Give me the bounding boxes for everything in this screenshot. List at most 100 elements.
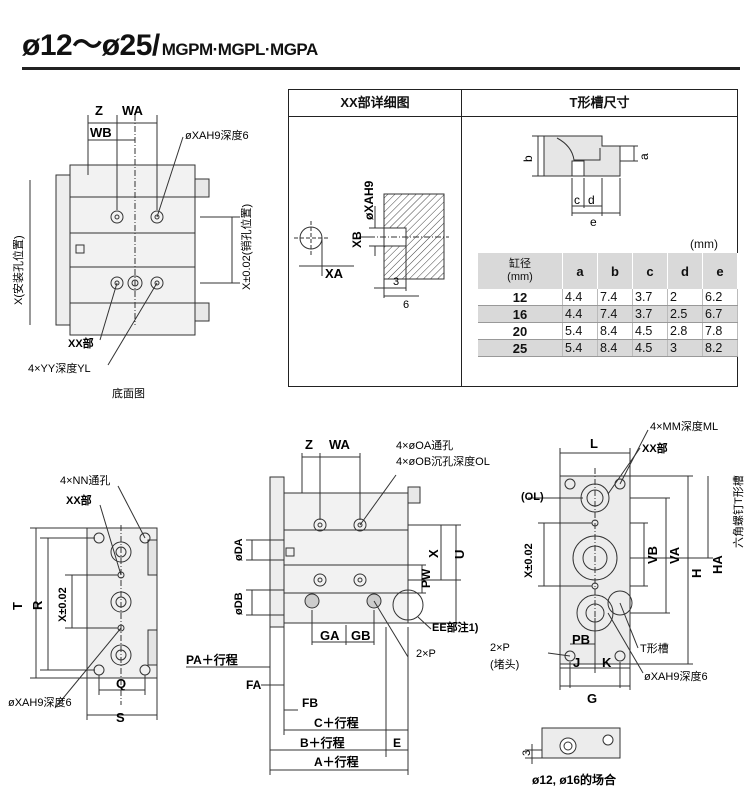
cell: 8.4 [597,339,633,357]
cell: 2.8 [667,322,703,340]
cell-bore: 25 [478,339,563,357]
cell: 6.2 [702,289,738,306]
col-a: a [562,253,598,289]
xx-xb-label: XB [350,231,364,248]
side-p-label: 2×P [416,648,436,660]
table-row: 20 5.4 8.4 4.5 2.8 7.8 [478,322,738,340]
small-case-drawing: 3 ø12, ø16的场合 [521,727,621,787]
t-slot-a-label: a [637,153,651,160]
front-xa-label: øXAH9深度6 [8,695,72,709]
side-ga-label: GA [320,628,340,643]
col-c: c [632,253,668,289]
side-e-label: E [393,736,401,750]
side-wa-label: WA [329,437,351,452]
cell: 6.7 [702,305,738,323]
rear-ol-label: (OL) [521,491,544,503]
rear-j-label: J [573,655,580,670]
xx-xa-dim-label: XA [325,266,344,281]
side-pa-label: PA＋行程 [186,652,238,667]
rear-ha-label: HA [710,555,725,574]
bottom-yy-label: 4×YY深度YL [28,361,91,375]
cell: 7.4 [597,305,633,323]
t-slot-header: T形槽尺寸 [461,90,738,117]
t-slot-d-label: d [588,193,595,207]
t-slot-c-label: c [574,193,580,207]
cell: 3.7 [632,305,668,323]
detail-table-box: XX部详细图 T形槽尺寸 [288,89,738,387]
side-pw-label: PW [419,568,433,588]
rear-g-label: G [587,691,597,706]
col-bore: 缸径 (mm) [478,253,563,289]
side-oa-label: 4×øOA通孔 [396,439,453,452]
cell: 4.5 [632,339,668,357]
side-c-label: C＋行程 [314,715,359,730]
bottom-z-label: Z [95,103,103,118]
front-r-label: R [30,600,45,610]
cell-bore: 20 [478,322,563,340]
t-slot-drawing: b a c d e [521,135,651,229]
title-main: ø12～ø25/ [22,29,160,62]
cell: 5.4 [562,339,598,357]
t-slot-e-label: e [590,215,597,229]
side-view-drawing: Z WA 4×øOA通孔 4×øOB沉孔深度OL øDA øDB X U PW … [186,437,490,775]
rear-h-label: H [689,569,704,578]
col-d: d [667,253,703,289]
cell-bore: 16 [478,305,563,323]
small-note-caption: ø12, ø16的场合 [532,772,617,787]
side-ee-label: EE部注1) [432,620,479,634]
title-series: MGPM·MGPL·MGPA [161,40,319,59]
rear-mm-label: 4×MM深度ML [650,419,718,433]
side-b-label: B＋行程 [300,735,345,750]
rear-hex-label: 六角螺钉T形槽 [732,475,745,548]
t-slot-unit: (mm) [690,237,718,251]
bottom-view-caption: 底面图 [112,386,145,400]
bottom-view-drawing: Z WA WB øXAH9深度6 X(安装孔位置) X±0.02(销孔位置) X… [11,103,253,400]
col-e: e [702,253,738,289]
side-ob-label: 4×øOB沉孔深度OL [396,454,490,468]
rear-plug-label: (堵头) [490,657,519,671]
cell: 8.4 [597,322,633,340]
bottom-x-mount-label: X(安装孔位置) [11,235,25,305]
title-underline [22,67,740,70]
rear-k-label: K [602,655,612,670]
side-z-label: Z [305,437,313,452]
bottom-x-pin-label: X±0.02(销孔位置) [239,204,253,290]
table-divider [461,116,462,386]
xx-detail-drawing: øXAH9 XB XA 3 6 [294,180,449,311]
cell: 2.5 [667,305,703,323]
table-row: 12 4.4 7.4 3.7 2 6.2 [478,289,738,306]
col-b: b [597,253,633,289]
front-q-label: Q [116,676,126,691]
t-slot-b-label: b [521,155,535,162]
rear-pb-label: PB [572,632,590,647]
rear-p-label: 2×P [490,642,510,654]
front-t-label: T [10,602,25,610]
side-gb-label: GB [351,628,371,643]
cell: 3.7 [632,289,668,306]
cell: 8.2 [702,339,738,357]
rear-l-label: L [590,436,598,451]
xx-6-label: 6 [403,299,409,311]
rear-xa-label: øXAH9深度6 [644,669,708,683]
page-title: ø12～ø25/MGPM·MGPL·MGPA [22,28,318,68]
t-slot-table-header-row: 缸径 (mm) a b c d e [478,253,738,289]
rear-x-label: X±0.02 [523,543,535,578]
t-slot-dimension-table: 缸径 (mm) a b c d e 12 4.4 7.4 3.7 2 6.2 1… [478,253,738,357]
bottom-wb-label: WB [90,125,112,140]
col-bore-label: 缸径 (mm) [507,258,533,283]
xx-3-label: 3 [393,276,399,288]
cell: 7.8 [702,322,738,340]
rear-vb-label: VB [645,546,660,564]
side-x-label: X [426,549,441,558]
cell: 3 [667,339,703,357]
side-fa-label: FA [246,678,262,692]
cell: 5.4 [562,322,598,340]
xx-detail-header: XX部详细图 [289,90,462,117]
cell: 7.4 [597,289,633,306]
xx-xa-label: øXAH9 [362,180,376,220]
side-u-label: U [452,550,467,559]
rear-tslot-label: T形槽 [640,642,669,655]
bottom-wa-label: WA [122,103,144,118]
front-nn-label: 4×NN通孔 [60,474,110,487]
side-da-label: øDA [233,538,245,561]
